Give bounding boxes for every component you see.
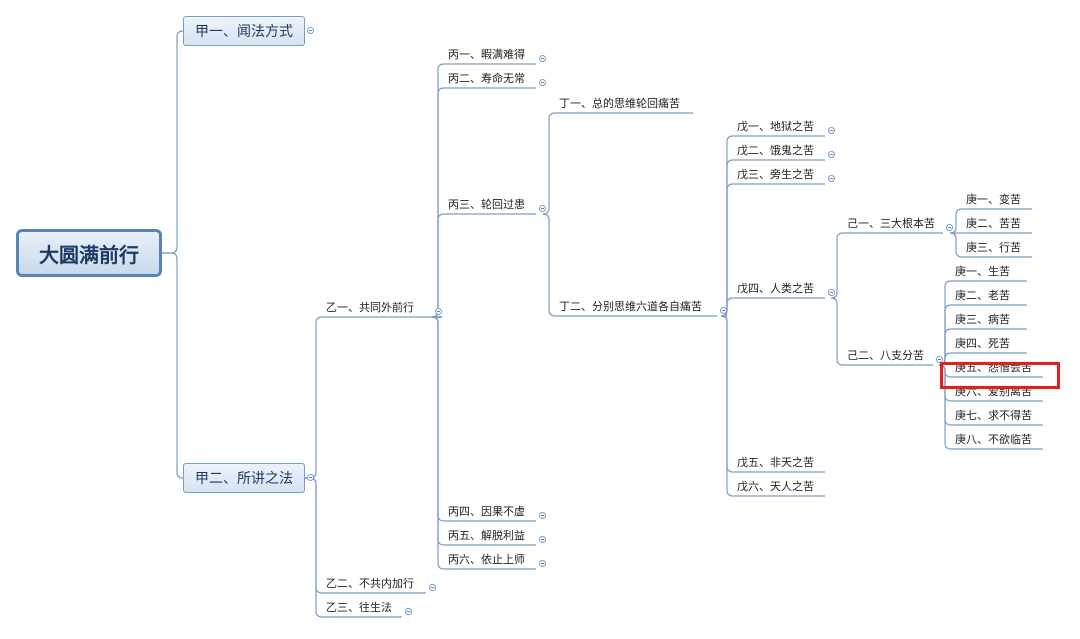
expand-icon[interactable] [539, 536, 546, 543]
collapse-icon[interactable] [828, 289, 835, 296]
node-wu2[interactable]: 戊二、饿鬼之苦 [737, 144, 814, 157]
collapse-icon[interactable] [720, 307, 727, 314]
node-wu6[interactable]: 戊六、天人之苦 [737, 480, 814, 493]
node-gengB8[interactable]: 庚八、不欲临苦 [955, 433, 1032, 446]
node-wu5[interactable]: 戊五、非天之苦 [737, 456, 814, 469]
connector-bing3-ding2 [542, 213, 556, 317]
expand-icon[interactable] [828, 151, 835, 158]
connector-bing3-ding1 [542, 112, 556, 215]
node-gengA3[interactable]: 庚三、行苦 [966, 241, 1021, 254]
node-bing5[interactable]: 丙五、解脱利益 [448, 529, 525, 542]
connector-yi1-bing3 [431, 213, 445, 318]
connector-root-jia1 [162, 30, 184, 254]
node-ji1[interactable]: 己一、三大根本苦 [847, 217, 935, 230]
connector-wu4-ji2 [830, 297, 844, 366]
expand-icon[interactable] [539, 560, 546, 567]
node-wu1[interactable]: 戊一、地狱之苦 [737, 120, 814, 133]
node-wu4[interactable]: 戊四、人类之苦 [737, 282, 814, 295]
expand-icon[interactable] [539, 512, 546, 519]
node-jia2[interactable]: 甲二、所讲之法 [183, 463, 305, 493]
node-bing4[interactable]: 丙四、因果不虚 [448, 505, 525, 518]
expand-icon[interactable] [405, 608, 412, 615]
node-bing1[interactable]: 丙一、暇满难得 [448, 48, 525, 61]
connector-yi1-bing6 [431, 316, 445, 570]
node-gengB3[interactable]: 庚三、病苦 [955, 313, 1010, 326]
collapse-icon[interactable] [435, 308, 442, 315]
connector-ding2-wu3 [720, 183, 734, 317]
node-gengB1[interactable]: 庚一、生苦 [955, 265, 1010, 278]
collapse-icon[interactable] [307, 474, 314, 481]
node-gengA1[interactable]: 庚一、变苦 [966, 193, 1021, 206]
expand-icon[interactable] [539, 55, 546, 62]
node-gengB7[interactable]: 庚七、求不得苦 [955, 409, 1032, 422]
connector-ji1-gengA3 [949, 232, 963, 258]
collapse-icon[interactable] [539, 205, 546, 212]
node-ding2[interactable]: 丁二、分别思维六道各自痛苦 [559, 300, 702, 313]
node-bing6[interactable]: 丙六、依止上师 [448, 553, 525, 566]
node-ding1[interactable]: 丁一、总的思维轮回痛苦 [559, 97, 680, 110]
node-yi1[interactable]: 乙一、共同外前行 [326, 301, 414, 314]
expand-icon[interactable] [539, 79, 546, 86]
node-gengB4[interactable]: 庚四、死苦 [955, 337, 1010, 350]
expand-icon[interactable] [828, 127, 835, 134]
expand-icon[interactable] [828, 175, 835, 182]
collapse-icon[interactable] [946, 224, 953, 231]
node-ji2[interactable]: 己二、八支分苦 [847, 349, 924, 362]
node-bing2[interactable]: 丙二、寿命无常 [448, 72, 525, 85]
root-node[interactable]: 大圆满前行 [16, 229, 162, 277]
highlight-frame [940, 362, 1060, 389]
node-jia1[interactable]: 甲一、闻法方式 [183, 16, 305, 46]
node-wu3[interactable]: 戊三、旁生之苦 [737, 168, 814, 181]
node-bing3[interactable]: 丙三、轮回过患 [448, 198, 525, 211]
connector-ding2-wu6 [720, 315, 734, 497]
connector-jia2-yi3 [305, 477, 323, 618]
node-gengB2[interactable]: 庚二、老苦 [955, 289, 1010, 302]
expand-icon[interactable] [307, 27, 314, 34]
collapse-icon[interactable] [936, 356, 943, 363]
connector-jia2-yi2 [305, 477, 323, 594]
node-yi3[interactable]: 乙三、往生法 [326, 601, 392, 614]
expand-icon[interactable] [429, 584, 436, 591]
connector-jia2-yi1 [305, 316, 323, 479]
connector-root-jia2 [162, 252, 184, 479]
node-gengA2[interactable]: 庚二、苦苦 [966, 217, 1021, 230]
node-yi2[interactable]: 乙二、不共内加行 [326, 577, 414, 590]
